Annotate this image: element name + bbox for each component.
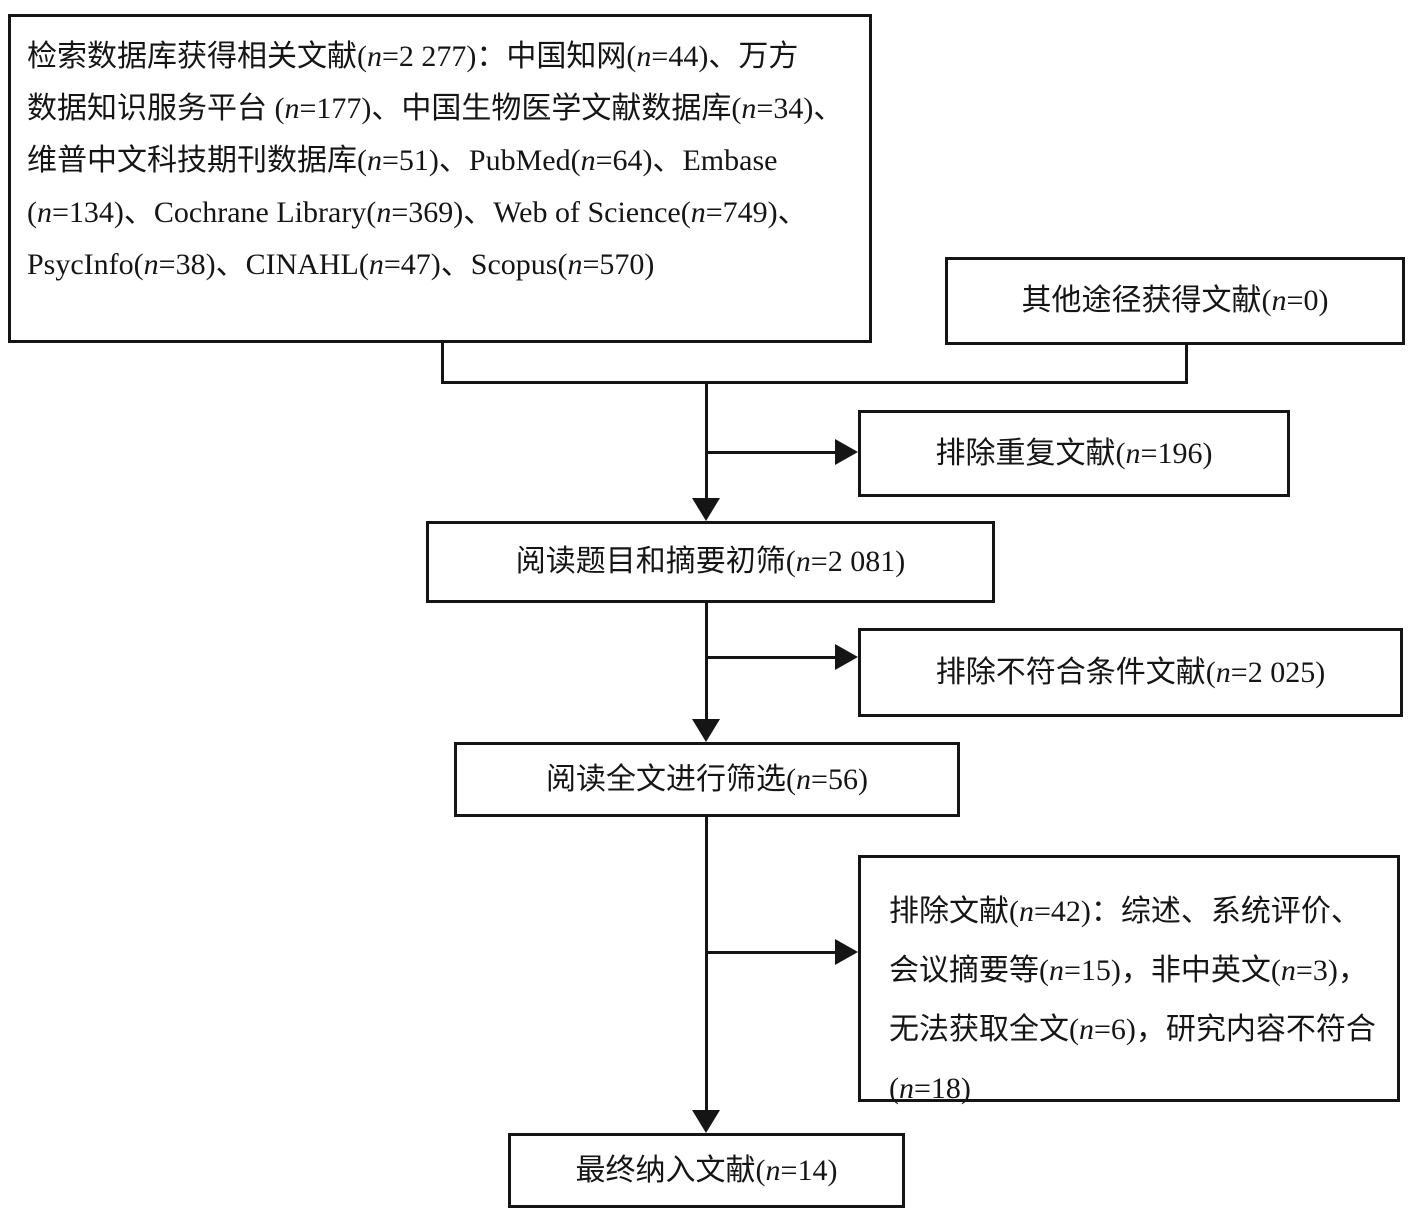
connector-merge-bus bbox=[441, 381, 1188, 384]
excluded-fulltext-line-1: 排除文献(n=42)：综述、系统评价、 bbox=[889, 895, 1361, 928]
box-other-sources: 其他途径获得文献(n=0) bbox=[945, 257, 1405, 345]
box-excluded-fulltext: 排除文献(n=42)：综述、系统评价、 会议摘要等(n=15)，非中英文(n=3… bbox=[858, 855, 1400, 1105]
box-excluded-not-eligible: 排除不符合条件文献(n=2 025) bbox=[858, 628, 1403, 717]
arrowhead-right-2 bbox=[835, 644, 858, 670]
excluded-fulltext-line-3: 无法获取全文(n=6)，研究内容不符合 bbox=[889, 1013, 1376, 1046]
box-title-abstract-screen: 阅读题目和摘要初筛(n=2 081) bbox=[426, 521, 995, 603]
duplicates-removed-label: 排除重复文献(n=196) bbox=[935, 436, 1213, 470]
connector-stem-2 bbox=[705, 603, 708, 721]
excluded-not-eligible-label: 排除不符合条件文献(n=2 025) bbox=[935, 655, 1326, 689]
box-included-final: 最终纳入文献(n=14) bbox=[508, 1133, 905, 1208]
box-fulltext-screen: 阅读全文进行筛选(n=56) bbox=[454, 742, 960, 817]
search-line-4: (n=134)、Cochrane Library(n=369)、Web of S… bbox=[27, 196, 808, 229]
connector-branch-fulltext-excluded bbox=[706, 951, 836, 954]
search-line-1: 检索数据库获得相关文献(n=2 277)：中国知网(n=44)、万方 bbox=[27, 40, 799, 73]
arrowhead-right-3 bbox=[835, 939, 858, 965]
connector-stem-3 bbox=[705, 817, 708, 1112]
arrowhead-down-3 bbox=[692, 1110, 720, 1133]
title-abstract-screen-label: 阅读题目和摘要初筛(n=2 081) bbox=[515, 545, 906, 578]
connector-other-down bbox=[1185, 343, 1188, 384]
box-database-search: 检索数据库获得相关文献(n=2 277)：中国知网(n=44)、万方 数据知识服… bbox=[8, 14, 872, 343]
search-line-2: 数据知识服务平台 (n=177)、中国生物医学文献数据库(n=34)、 bbox=[27, 92, 844, 125]
box-duplicates-removed: 排除重复文献(n=196) bbox=[858, 410, 1290, 497]
included-final-label: 最终纳入文献(n=14) bbox=[575, 1153, 838, 1187]
connector-branch-not-eligible bbox=[706, 656, 836, 659]
arrowhead-right-1 bbox=[835, 439, 858, 465]
arrowhead-down-2 bbox=[692, 719, 720, 742]
search-line-5: PsycInfo(n=38)、CINAHL(n=47)、Scopus(n=570… bbox=[27, 248, 655, 281]
arrowhead-down-1 bbox=[692, 498, 720, 521]
search-line-3: 维普中文科技期刊数据库(n=51)、PubMed(n=64)、Embase bbox=[27, 144, 778, 177]
excluded-fulltext-line-2: 会议摘要等(n=15)，非中英文(n=3)， bbox=[889, 954, 1368, 987]
excluded-fulltext-line-4: (n=18) bbox=[889, 1072, 971, 1105]
connector-search-down bbox=[441, 341, 444, 384]
connector-stem-1 bbox=[705, 381, 708, 501]
other-sources-label: 其他途径获得文献(n=0) bbox=[1021, 284, 1329, 317]
connector-branch-duplicates bbox=[706, 451, 836, 454]
fulltext-screen-label: 阅读全文进行筛选(n=56) bbox=[546, 762, 868, 796]
